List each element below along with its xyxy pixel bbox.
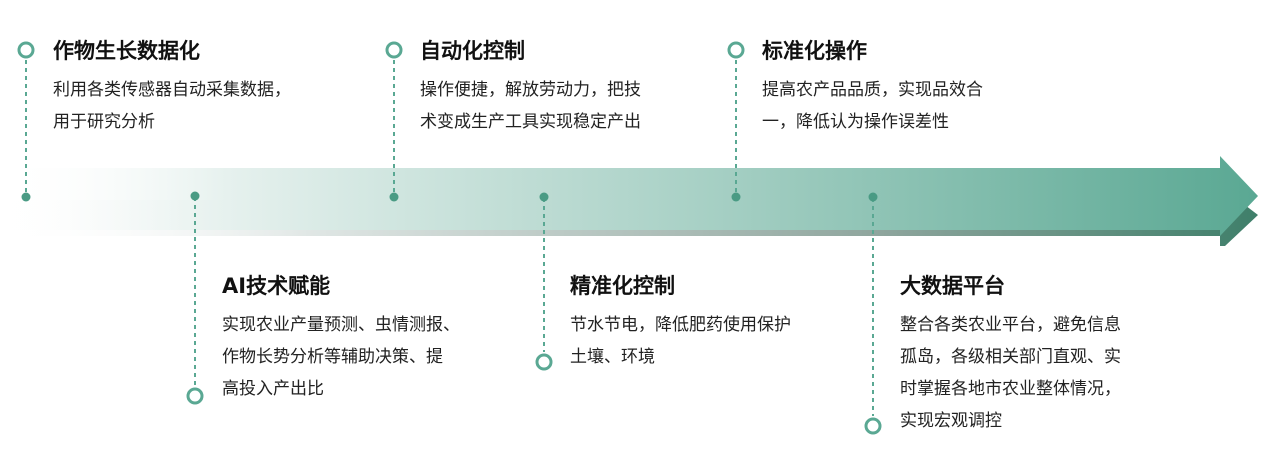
axis-dot bbox=[731, 192, 741, 202]
milestone-5: 标准化操作 提高农产品品质，实现品效合 一，降低认为操作误差性 bbox=[762, 38, 983, 138]
description-line: 作物长势分析等辅助决策、提 bbox=[222, 347, 443, 367]
open-marker bbox=[17, 41, 35, 59]
description-line: 术变成生产工具实现稳定产出 bbox=[420, 112, 641, 132]
axis-dot bbox=[868, 192, 878, 202]
description-line: 利用各类传感器自动采集数据， bbox=[53, 80, 291, 100]
milestone-connector-4 bbox=[535, 192, 553, 371]
description-line: 一，降低认为操作误差性 bbox=[762, 112, 949, 132]
milestone-title: 大数据平台 bbox=[900, 274, 1005, 298]
open-marker bbox=[186, 387, 204, 405]
milestone-1: 作物生长数据化 利用各类传感器自动采集数据， 用于研究分析 bbox=[53, 38, 291, 138]
description-line: 实现农业产量预测、虫情测报、 bbox=[222, 315, 460, 335]
milestone-description: 实现农业产量预测、虫情测报、 作物长势分析等辅助决策、提 高投入产出比 bbox=[222, 309, 460, 405]
milestone-connector-1 bbox=[17, 41, 35, 202]
milestone-title: 标准化操作 bbox=[762, 39, 867, 63]
milestone-connector-2 bbox=[186, 191, 204, 405]
description-line: 实现宏观调控 bbox=[900, 411, 1002, 431]
milestone-title: 精准化控制 bbox=[570, 274, 675, 298]
description-line: 操作便捷，解放劳动力，把技 bbox=[420, 80, 641, 100]
milestone-4: 精准化控制 节水节电，降低肥药使用保护 土壤、环境 bbox=[570, 273, 791, 373]
description-line: 土壤、环境 bbox=[570, 347, 655, 367]
axis-dot bbox=[190, 191, 200, 201]
milestone-title: 作物生长数据化 bbox=[53, 39, 200, 63]
description-line: 孤岛，各级相关部门直观、实 bbox=[900, 347, 1121, 367]
open-marker bbox=[385, 41, 403, 59]
milestone-2: AI技术赋能 实现农业产量预测、虫情测报、 作物长势分析等辅助决策、提 高投入产… bbox=[222, 273, 460, 405]
milestone-description: 整合各类农业平台，避免信息 孤岛，各级相关部门直观、实 时掌握各地市农业整体情况… bbox=[900, 309, 1121, 437]
axis-dot bbox=[539, 192, 549, 202]
axis-dot bbox=[21, 192, 31, 202]
description-line: 时掌握各地市农业整体情况， bbox=[900, 379, 1121, 399]
open-marker bbox=[727, 41, 745, 59]
milestone-description: 节水节电，降低肥药使用保护 土壤、环境 bbox=[570, 309, 791, 373]
milestone-description: 提高农产品品质，实现品效合 一，降低认为操作误差性 bbox=[762, 74, 983, 138]
milestone-connector-6 bbox=[864, 192, 882, 435]
milestone-connector-5 bbox=[727, 41, 745, 202]
milestone-description: 操作便捷，解放劳动力，把技 术变成生产工具实现稳定产出 bbox=[420, 74, 641, 138]
open-marker bbox=[864, 417, 882, 435]
axis-dot bbox=[389, 192, 399, 202]
arrow-band bbox=[0, 156, 1258, 236]
open-marker bbox=[535, 353, 553, 371]
description-line: 整合各类农业平台，避免信息 bbox=[900, 315, 1121, 335]
milestone-title: 自动化控制 bbox=[420, 39, 525, 63]
description-line: 用于研究分析 bbox=[53, 112, 155, 132]
milestone-3: 自动化控制 操作便捷，解放劳动力，把技 术变成生产工具实现稳定产出 bbox=[420, 38, 641, 138]
description-line: 节水节电，降低肥药使用保护 bbox=[570, 315, 791, 335]
description-line: 高投入产出比 bbox=[222, 379, 324, 399]
milestone-6: 大数据平台 整合各类农业平台，避免信息 孤岛，各级相关部门直观、实 时掌握各地市… bbox=[900, 273, 1121, 437]
milestone-description: 利用各类传感器自动采集数据， 用于研究分析 bbox=[53, 74, 291, 138]
description-line: 提高农产品品质，实现品效合 bbox=[762, 80, 983, 100]
milestone-title: AI技术赋能 bbox=[222, 274, 331, 298]
milestone-connector-3 bbox=[385, 41, 403, 202]
